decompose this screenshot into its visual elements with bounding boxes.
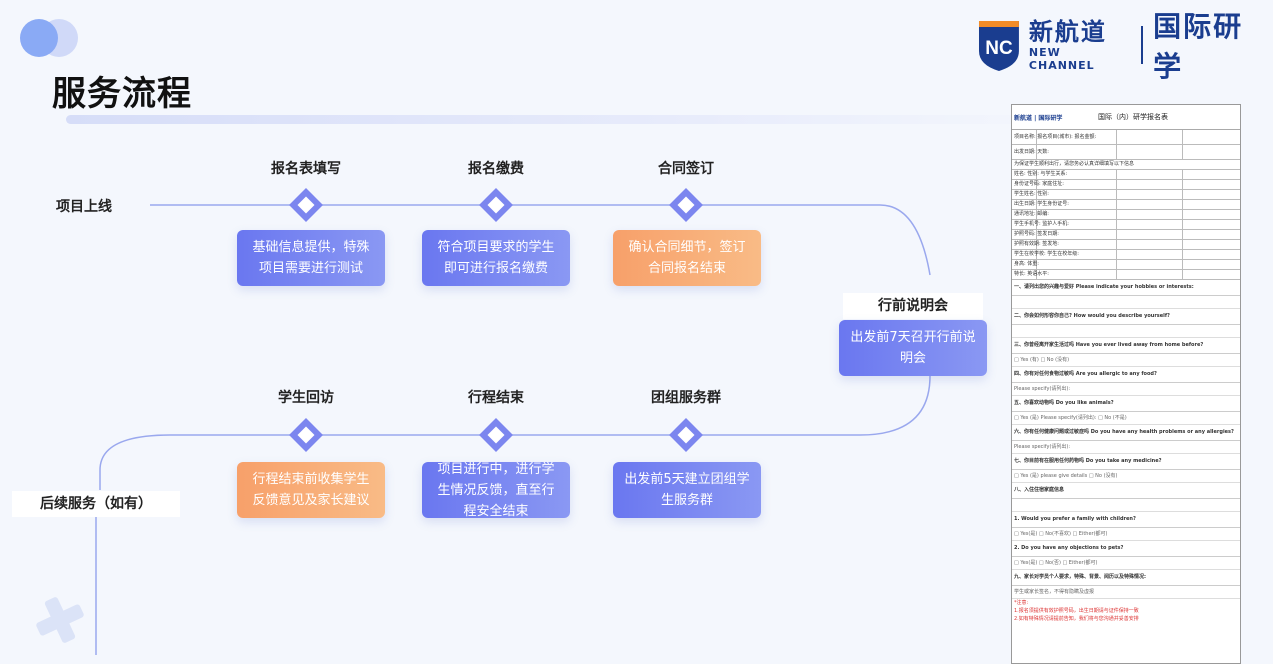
step-node-diamond-core xyxy=(487,196,505,214)
registration-form-preview: 新航道 | 国际研学 国际（内）研学报名表 项目名称: 报名项目(城市): 报名… xyxy=(1011,104,1241,664)
form-row: 特长: 英语水平: xyxy=(1012,270,1240,280)
step-node-diamond-core xyxy=(677,426,695,444)
logo-cn-name: 新航道 xyxy=(1028,18,1107,46)
form-answer xyxy=(1012,499,1240,512)
step-card-trip-end: 项目进行中，进行学生情况反馈，直至行程安全结束 xyxy=(422,462,570,519)
start-label: 项目上线 xyxy=(56,199,112,215)
step-label-trip-end: 行程结束 xyxy=(468,390,524,406)
form-answer: □ Yes (是) Please specify(请列出): □ No (不是) xyxy=(1012,412,1240,425)
form-answer: □ Yes (是) please give details □ No (没有) xyxy=(1012,470,1240,483)
logo-divider xyxy=(1141,26,1144,64)
step-label-follow-up: 学生回访 xyxy=(278,390,334,406)
form-logo: 新航道 | 国际研学 xyxy=(1014,114,1063,122)
step-node-diamond-core xyxy=(297,196,315,214)
form-title: 国际（内）研学报名表 xyxy=(1098,113,1168,121)
form-question: 一、请列出您的兴趣与爱好 Please indicate your hobbie… xyxy=(1012,280,1240,296)
decor-circle-blue xyxy=(20,19,58,57)
form-row: 出生日期: 学生身份证号: xyxy=(1012,200,1240,210)
bottom-flow-line xyxy=(99,375,931,490)
form-question: 六、你有任何健康问题或过敏症吗 Do you have any health p… xyxy=(1012,425,1240,441)
form-row: 学生在校学校: 学生在校年级: xyxy=(1012,250,1240,260)
form-question: 二、你会如何形容你自己? How would you describe your… xyxy=(1012,309,1240,325)
form-question: 1. Would you prefer a family with childr… xyxy=(1012,512,1240,528)
form-questions: 一、请列出您的兴趣与爱好 Please indicate your hobbie… xyxy=(1012,280,1240,599)
form-row: 姓名: 性别: 与学生关系: xyxy=(1012,170,1240,180)
shield-icon: NC xyxy=(978,21,1019,71)
form-answer: 学生或家长签名，不得有隐瞒及虚报 xyxy=(1012,586,1240,599)
form-row: 护照有效期: 签发地: xyxy=(1012,240,1240,250)
form-question: 八、入住住宿家庭信息 xyxy=(1012,483,1240,499)
step-card-apply-form: 基础信息提供，特殊项目需要进行测试 xyxy=(237,230,385,286)
step-label-payment: 报名缴费 xyxy=(468,161,524,177)
form-question: 四、你有对任何食物过敏吗 Are you allergic to any foo… xyxy=(1012,367,1240,383)
form-answer xyxy=(1012,296,1240,309)
step-label-apply-form: 报名表填写 xyxy=(271,161,341,177)
form-row: 身份证号码: 家庭住址: xyxy=(1012,180,1240,190)
form-row: 为保证学生顺利出行，请您务必认真详细填写以下信息 xyxy=(1012,160,1240,170)
step-node-diamond-core xyxy=(297,426,315,444)
step-card-follow-up: 行程结束前收集学生反馈意见及家长建议 xyxy=(237,462,385,518)
step-label-contract: 合同签订 xyxy=(658,161,714,177)
form-answer: Please specify(请列出): xyxy=(1012,441,1240,454)
form-row: 学生手机号: 监护人手机: xyxy=(1012,220,1240,230)
form-row: 出发日期: 天数: xyxy=(1012,145,1240,160)
logo-en-name: NEW CHANNEL xyxy=(1028,46,1095,72)
form-question: 五、你喜欢动物吗 Do you like animals? xyxy=(1012,396,1240,412)
form-notes: *注意: 1.报名须提供有效护照号码，出生日期请与证件保持一致 2.如有特殊情况请提… xyxy=(1012,599,1240,623)
brand-logo: NC 新航道 NEW CHANNEL 国际研学 xyxy=(975,10,1273,83)
title-underline-bar xyxy=(66,115,1066,124)
logo-subtitle: 国际研学 xyxy=(1153,10,1244,83)
form-answer: Please specify(请列出): xyxy=(1012,383,1240,396)
form-row: 护照号码: 签发日期: xyxy=(1012,230,1240,240)
step-node-diamond-core xyxy=(487,426,505,444)
form-question: 2. Do you have any objections to pets? xyxy=(1012,541,1240,557)
form-row: 身高: 体重: xyxy=(1012,260,1240,270)
step-node-diamond-core xyxy=(677,196,695,214)
step-label-group-chat: 团组服务群 xyxy=(651,390,721,406)
step-card-briefing: 出发前7天召开行前说明会 xyxy=(839,320,987,376)
form-row: 通讯地址: 邮编: xyxy=(1012,210,1240,220)
form-answer xyxy=(1012,325,1240,338)
form-row: 学生姓名: 性别: xyxy=(1012,190,1240,200)
form-answer: □ Yes(是) □ No(不喜欢) □ Either(都可) xyxy=(1012,528,1240,541)
step-card-contract: 确认合同细节，签订合同报名结束 xyxy=(613,230,761,286)
top-flow-line xyxy=(150,204,931,276)
form-answer: □ Yes (有) □ No (没有) xyxy=(1012,354,1240,367)
form-row: 项目名称: 报名项目(城市): 报名金额: xyxy=(1012,130,1240,145)
form-field-rows: 项目名称: 报名项目(城市): 报名金额:出发日期: 天数:为保证学生顺利出行，… xyxy=(1012,130,1240,280)
form-note: *注意: xyxy=(1014,600,1029,606)
step-card-group-chat: 出发前5天建立团组学生服务群 xyxy=(613,462,761,518)
form-question: 三、你曾经离开家生活过吗 Have you ever lived away fr… xyxy=(1012,338,1240,354)
form-note: 2.如有特殊情况请提前告知，我们将与您沟通并妥善安排 xyxy=(1014,616,1139,622)
page-title: 服务流程 xyxy=(52,74,192,114)
step-label-briefing: 行前说明会 xyxy=(843,293,983,319)
end-label: 后续服务（如有） xyxy=(12,491,180,517)
logo-mark-text: NC xyxy=(985,38,1013,59)
form-header: 新航道 | 国际研学 国际（内）研学报名表 xyxy=(1012,105,1240,130)
form-note: 1.报名须提供有效护照号码，出生日期请与证件保持一致 xyxy=(1014,608,1139,614)
form-answer: □ Yes(是) □ No(否) □ Either(都可) xyxy=(1012,557,1240,570)
form-question: 九、家长对学员个人要求，特殊、背景、阅历以及特殊情况: xyxy=(1012,570,1240,586)
step-card-payment: 符合项目要求的学生即可进行报名缴费 xyxy=(422,230,570,286)
form-question: 七、你目前有在服用任何药物吗 Do you take any medicine? xyxy=(1012,454,1240,470)
